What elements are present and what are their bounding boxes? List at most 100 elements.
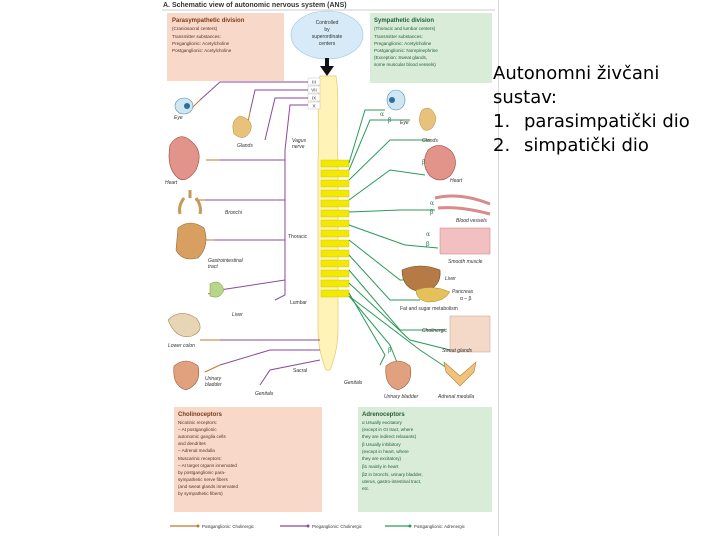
svg-text:by: by: [324, 27, 330, 33]
svg-text:Liver: Liver: [232, 312, 243, 318]
svg-text:nerve: nerve: [292, 144, 305, 150]
ans-schematic-figure: A. Schematic view of autonomic nervous s…: [160, 0, 499, 536]
svg-text:– Adrenal medulla: – Adrenal medulla: [178, 448, 215, 453]
svg-text:Genitals: Genitals: [344, 380, 363, 386]
pupil-icon: [389, 97, 395, 103]
svg-text:Thoracic: Thoracic: [288, 234, 308, 240]
gland-icon: [232, 115, 252, 138]
svg-text:and dendrites: and dendrites: [178, 441, 207, 446]
sympathetic-info-box: Sympathetic division (Thoracic and lumba…: [370, 13, 492, 83]
parasympathetic-info-box: Parasympathetic division (Craniosacral c…: [167, 13, 284, 81]
svg-text:uterus, gastro-intestinal trac: uterus, gastro-intestinal tract,: [362, 479, 421, 484]
bladder-icon: [173, 360, 200, 391]
svg-text:Sweat glands: Sweat glands: [442, 348, 473, 354]
svg-text:Pancreas: Pancreas: [452, 289, 474, 295]
superordinate-centers-box: Controlled by superordinate centers: [290, 10, 364, 76]
svg-text:III: III: [312, 80, 316, 85]
svg-text:by sympathetic fibers): by sympathetic fibers): [178, 491, 223, 496]
svg-text:(except in heart, where: (except in heart, where: [362, 449, 409, 454]
svg-text:(except in GI tract, where: (except in GI tract, where: [362, 427, 414, 432]
svg-text:Preganglionic: Acetylcholine: Preganglionic: Acetylcholine: [172, 41, 230, 46]
svg-text:superordinate: superordinate: [312, 34, 343, 40]
bladder-icon: [385, 360, 412, 391]
svg-text:Postganglionic: Adrenergic: Postganglionic: Adrenergic: [414, 524, 466, 529]
slide-heading-line-2: sustav:: [493, 87, 557, 108]
svg-text:Controlled: Controlled: [316, 20, 339, 26]
svg-text:Lumbar: Lumbar: [290, 300, 307, 306]
adrenoceptors-box: Adrenoceptors α Usually excitatory (exce…: [358, 407, 492, 512]
svg-text:Transmitter substances:: Transmitter substances:: [172, 34, 221, 39]
gallbladder-icon: [209, 281, 225, 298]
svg-text:Fat and sugar metabolism: Fat and sugar metabolism: [400, 306, 458, 312]
svg-text:autonomic ganglia cells: autonomic ganglia cells: [178, 434, 226, 439]
slide-heading-line-1: Autonomni živčani: [493, 63, 660, 84]
svg-text:α Usually excitatory: α Usually excitatory: [362, 420, 403, 425]
svg-text:they are excitatory): they are excitatory): [362, 456, 402, 461]
bronchi-icon: [178, 190, 202, 215]
svg-text:β: β: [388, 347, 392, 354]
heart-icon: [168, 136, 200, 181]
svg-text:Preganglionic: Cholinergic: Preganglionic: Cholinergic: [312, 524, 363, 529]
sympathetic-chain: [320, 159, 350, 298]
svg-text:Urinary: Urinary: [205, 376, 222, 382]
svg-text:Smooth muscle: Smooth muscle: [448, 259, 483, 265]
pancreas-icon: [415, 287, 451, 303]
down-arrow-icon: [320, 66, 334, 76]
svg-text:Eye: Eye: [400, 120, 409, 126]
list-item: 1.parasimpatički dio: [493, 111, 690, 132]
svg-text:Blood vessels: Blood vessels: [456, 218, 487, 224]
svg-text:α: α: [426, 231, 430, 238]
svg-text:X: X: [312, 104, 315, 109]
pupil-icon: [184, 103, 190, 109]
svg-text:Sacral: Sacral: [293, 368, 307, 374]
blood-vessels-icon: [434, 194, 491, 216]
svg-text:– At target organs innervated: – At target organs innervated: [178, 463, 237, 468]
svg-text:β: β: [388, 117, 392, 124]
svg-text:Genitals: Genitals: [255, 391, 274, 397]
skin-sweat-gland-icon: [449, 315, 491, 353]
svg-text:Glands: Glands: [237, 143, 253, 149]
parasympathetic-fibers: [199, 81, 321, 386]
svg-text:(Craniosacral centers): (Craniosacral centers): [172, 26, 218, 31]
svg-text:α – β: α – β: [460, 296, 471, 302]
svg-text:Gastrointestinal: Gastrointestinal: [208, 258, 244, 264]
figure-title: A. Schematic view of autonomic nervous s…: [163, 2, 347, 9]
svg-text:Vagus: Vagus: [292, 138, 306, 144]
svg-text:Urinary bladder: Urinary bladder: [384, 394, 419, 400]
svg-text:α: α: [430, 200, 434, 207]
svg-text:Transmitter substances:: Transmitter substances:: [374, 34, 423, 39]
adrenal-icon: [443, 361, 477, 387]
svg-text:– At postganglionic: – At postganglionic: [178, 427, 217, 432]
svg-text:tract: tract: [208, 264, 218, 270]
para-box-heading: Parasympathetic division: [172, 18, 245, 24]
svg-text:IX: IX: [312, 96, 316, 101]
colon-icon: [167, 313, 201, 337]
svg-text:Liver: Liver: [445, 276, 456, 282]
right-organs: Eye Glands Heart Blood vessels Smooth mu…: [344, 89, 491, 400]
svg-text:Muscarinic receptors:: Muscarinic receptors:: [178, 456, 222, 461]
svg-text:Eye: Eye: [174, 115, 183, 121]
svg-text:Glands: Glands: [422, 138, 438, 144]
spinal-cord: [317, 75, 350, 371]
svg-text:Nicotinic receptors:: Nicotinic receptors:: [178, 420, 217, 425]
svg-text:(and sweat glands innervated: (and sweat glands innervated: [178, 484, 238, 489]
svg-text:by postganglionic para-: by postganglionic para-: [178, 470, 226, 475]
svg-text:bladder: bladder: [205, 382, 222, 388]
svg-text:Cholinergic: Cholinergic: [422, 328, 448, 334]
svg-text:Postganglionic: Cholinergic: Postganglionic: Cholinergic: [202, 524, 255, 529]
liver-icon: [401, 265, 441, 293]
svg-text:Bronchi: Bronchi: [225, 210, 243, 216]
spine-region-labels: Vagus nerve Thoracic Lumbar Sacral: [288, 138, 308, 374]
svg-text:β: β: [426, 241, 430, 248]
left-organs: Eye Glands Heart Bronchi Gastrointestina…: [165, 97, 274, 397]
svg-text:(Exception: Sweat glands,: (Exception: Sweat glands,: [374, 55, 427, 60]
svg-text:Preganglionic: Acetylcholine: Preganglionic: Acetylcholine: [374, 41, 432, 46]
svg-text:etc.: etc.: [362, 486, 369, 491]
cholinoceptors-box: Cholinoceptors Nicotinic receptors: – At…: [174, 407, 322, 512]
svg-text:they are indirect relaxants): they are indirect relaxants): [362, 434, 417, 439]
svg-text:β: β: [422, 159, 426, 166]
smooth-muscle-icon: [439, 227, 491, 255]
svg-text:sympathetic nerve fibers: sympathetic nerve fibers: [178, 477, 228, 482]
svg-text:β Usually inhibitory: β Usually inhibitory: [362, 442, 401, 447]
svg-text:β1 mainly in heart: β1 mainly in heart: [362, 464, 399, 469]
